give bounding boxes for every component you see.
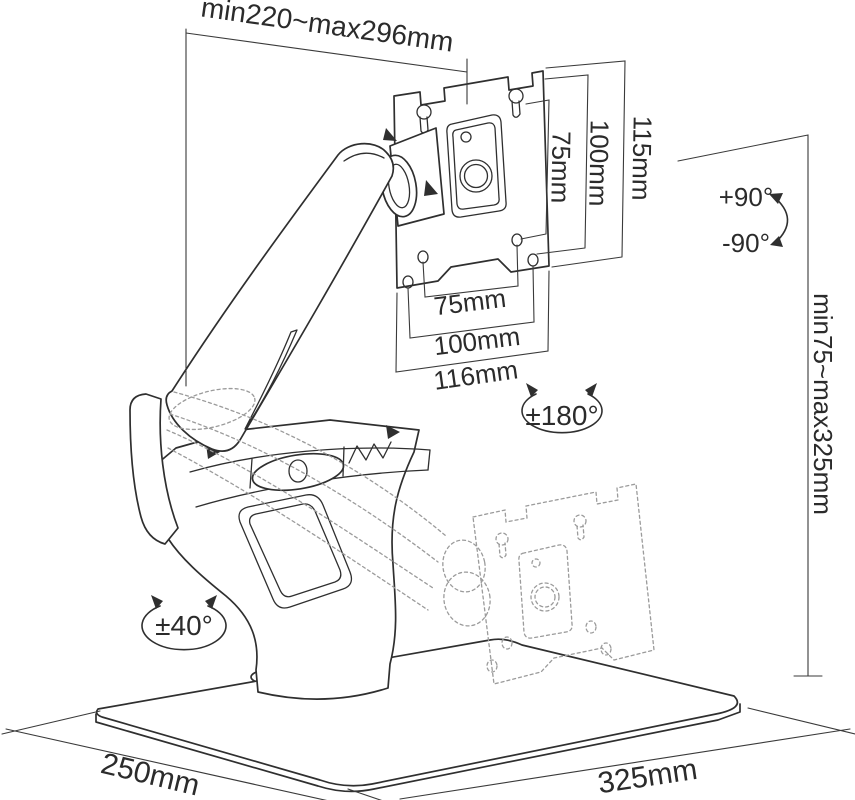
tilt-arrow-down <box>770 236 783 247</box>
label-arm-reach: min220~max296mm <box>199 0 455 58</box>
dim-height-leader <box>677 134 809 677</box>
label-vesa-h-116: 116mm <box>432 354 520 396</box>
label-vesa-h-75: 75mm <box>432 283 507 322</box>
ghost-tube2-top <box>166 429 434 589</box>
ghost-pin-hole <box>531 558 541 568</box>
ghost-joint-upper <box>442 539 486 593</box>
keyhole-right-slot <box>511 100 521 118</box>
rotation-arcs <box>141 193 789 651</box>
arm-cap-clip <box>383 128 397 141</box>
dim-h75 <box>422 244 519 298</box>
swivel-40-arrow-left <box>151 595 163 609</box>
hinge-tick-left <box>249 458 253 489</box>
dim-base-front-ext <box>347 788 383 800</box>
dim-v100 <box>536 74 589 255</box>
ghost-adapter-hole-inner <box>534 586 556 608</box>
label-base-depth: 250mm <box>98 747 203 800</box>
swivel-180-arrow-right <box>585 383 597 397</box>
label-tilt-down: -90° <box>722 228 770 258</box>
ghost-adapter-hole <box>530 582 560 612</box>
ghost-tube2-bottom <box>167 447 429 611</box>
ghost-adapter <box>518 544 573 639</box>
dim-base-width-line <box>399 728 851 800</box>
ghost-keyhole-slot <box>576 524 585 541</box>
ghost-keyhole <box>495 532 509 546</box>
label-height-range: min75~max325mm <box>808 293 838 515</box>
column-collar-side <box>427 449 431 471</box>
dim-h116 <box>395 270 550 373</box>
tilt-arc <box>772 195 789 244</box>
dim-base-depth-line <box>5 728 328 800</box>
keyhole-left-circle <box>416 104 432 120</box>
column-collar-upper <box>189 447 431 473</box>
base-rim <box>95 703 741 793</box>
ghost-tube1-top <box>173 391 447 537</box>
adapter-inner <box>452 122 500 210</box>
adapter-hole-inner <box>463 163 489 189</box>
ghost-keyhole <box>573 514 587 528</box>
column-slot-inner <box>248 503 342 598</box>
label-vesa-v-75: 75mm <box>545 131 576 204</box>
label-base-swivel: ±40° <box>155 610 213 641</box>
base-top-face <box>95 638 739 787</box>
ghost-vesa-outline <box>472 483 655 685</box>
ghost-screw-hole <box>585 620 597 634</box>
ghost-keyhole-slot <box>498 542 507 559</box>
arm-seam <box>244 329 298 430</box>
arm-cap-seam <box>343 152 385 162</box>
ghost-folded-arm <box>166 387 655 685</box>
joint-clip <box>424 180 438 196</box>
hinge-tick-right <box>342 446 345 477</box>
swivel-40-arc <box>141 605 227 651</box>
adapter-pin-hole <box>460 131 472 143</box>
hinge-flange <box>129 393 179 545</box>
dim-h100 <box>407 265 535 339</box>
tilt-arrow-up <box>769 193 783 204</box>
dim-v115 <box>545 60 626 268</box>
dim-base-right-ext <box>747 707 855 735</box>
adapter-hole-outer <box>459 159 493 193</box>
ghost-shoulder <box>168 387 256 431</box>
swivel-40-arrow-right <box>205 595 217 609</box>
dim-top-line <box>185 32 468 73</box>
hinge-bolt-hole <box>288 459 308 483</box>
ghost-joint-lower <box>443 571 491 627</box>
vesa-plate-outline <box>393 70 550 289</box>
column-slot-outer <box>238 494 353 609</box>
arm-body <box>165 142 395 452</box>
ghost-screw-hole <box>600 642 612 656</box>
label-vesa-v-100: 100mm <box>583 120 615 207</box>
hinge <box>129 393 400 545</box>
swivel-180-arrow-left <box>526 383 538 397</box>
hinge-spring <box>348 441 392 464</box>
column-body <box>150 419 420 700</box>
adapter-outer <box>446 114 507 218</box>
ghost-tube1-bottom <box>169 413 439 563</box>
dimension-lines <box>1 28 855 800</box>
hinge-clip-right <box>386 425 400 439</box>
label-base-width: 325mm <box>596 753 700 800</box>
swivel-180-arc <box>521 393 603 434</box>
dim-v75 <box>520 99 550 240</box>
ghost-screw-hole <box>486 659 498 673</box>
label-head-swivel: ±180° <box>525 400 598 431</box>
ghost-screw-hole <box>501 636 513 650</box>
label-vesa-v-115: 115mm <box>626 116 657 201</box>
dim-base-left-ext <box>1 710 101 735</box>
joint-cylinder-inner <box>387 163 411 209</box>
label-tilt-up: +90° <box>719 182 774 212</box>
gas-spring-arm <box>165 128 397 452</box>
keyhole-right-circle <box>508 88 524 104</box>
